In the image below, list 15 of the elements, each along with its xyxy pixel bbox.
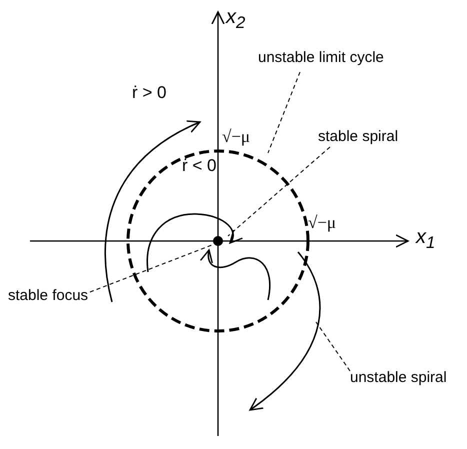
radius-label: √−μ xyxy=(222,128,250,147)
leader-line xyxy=(268,72,300,154)
limit-cycle-circle xyxy=(126,150,310,332)
rate-label: ṙ < 0 xyxy=(182,157,216,176)
annotation-text: stable spiral xyxy=(318,129,398,146)
leader-line xyxy=(228,146,330,236)
axis-label: x$_{1}$ xyxy=(416,226,436,252)
radius-label: √−μ xyxy=(308,214,336,233)
annotation-text: unstable spiral xyxy=(350,370,447,386)
annotation-text: unstable limit cycle xyxy=(258,50,384,66)
leader-line xyxy=(316,322,350,372)
rate-label: ṙ > 0 xyxy=(132,84,166,103)
annotation-text: stable focus xyxy=(8,288,88,304)
leader-line xyxy=(90,244,212,292)
axis-label: x$_{2}$ xyxy=(226,6,246,32)
